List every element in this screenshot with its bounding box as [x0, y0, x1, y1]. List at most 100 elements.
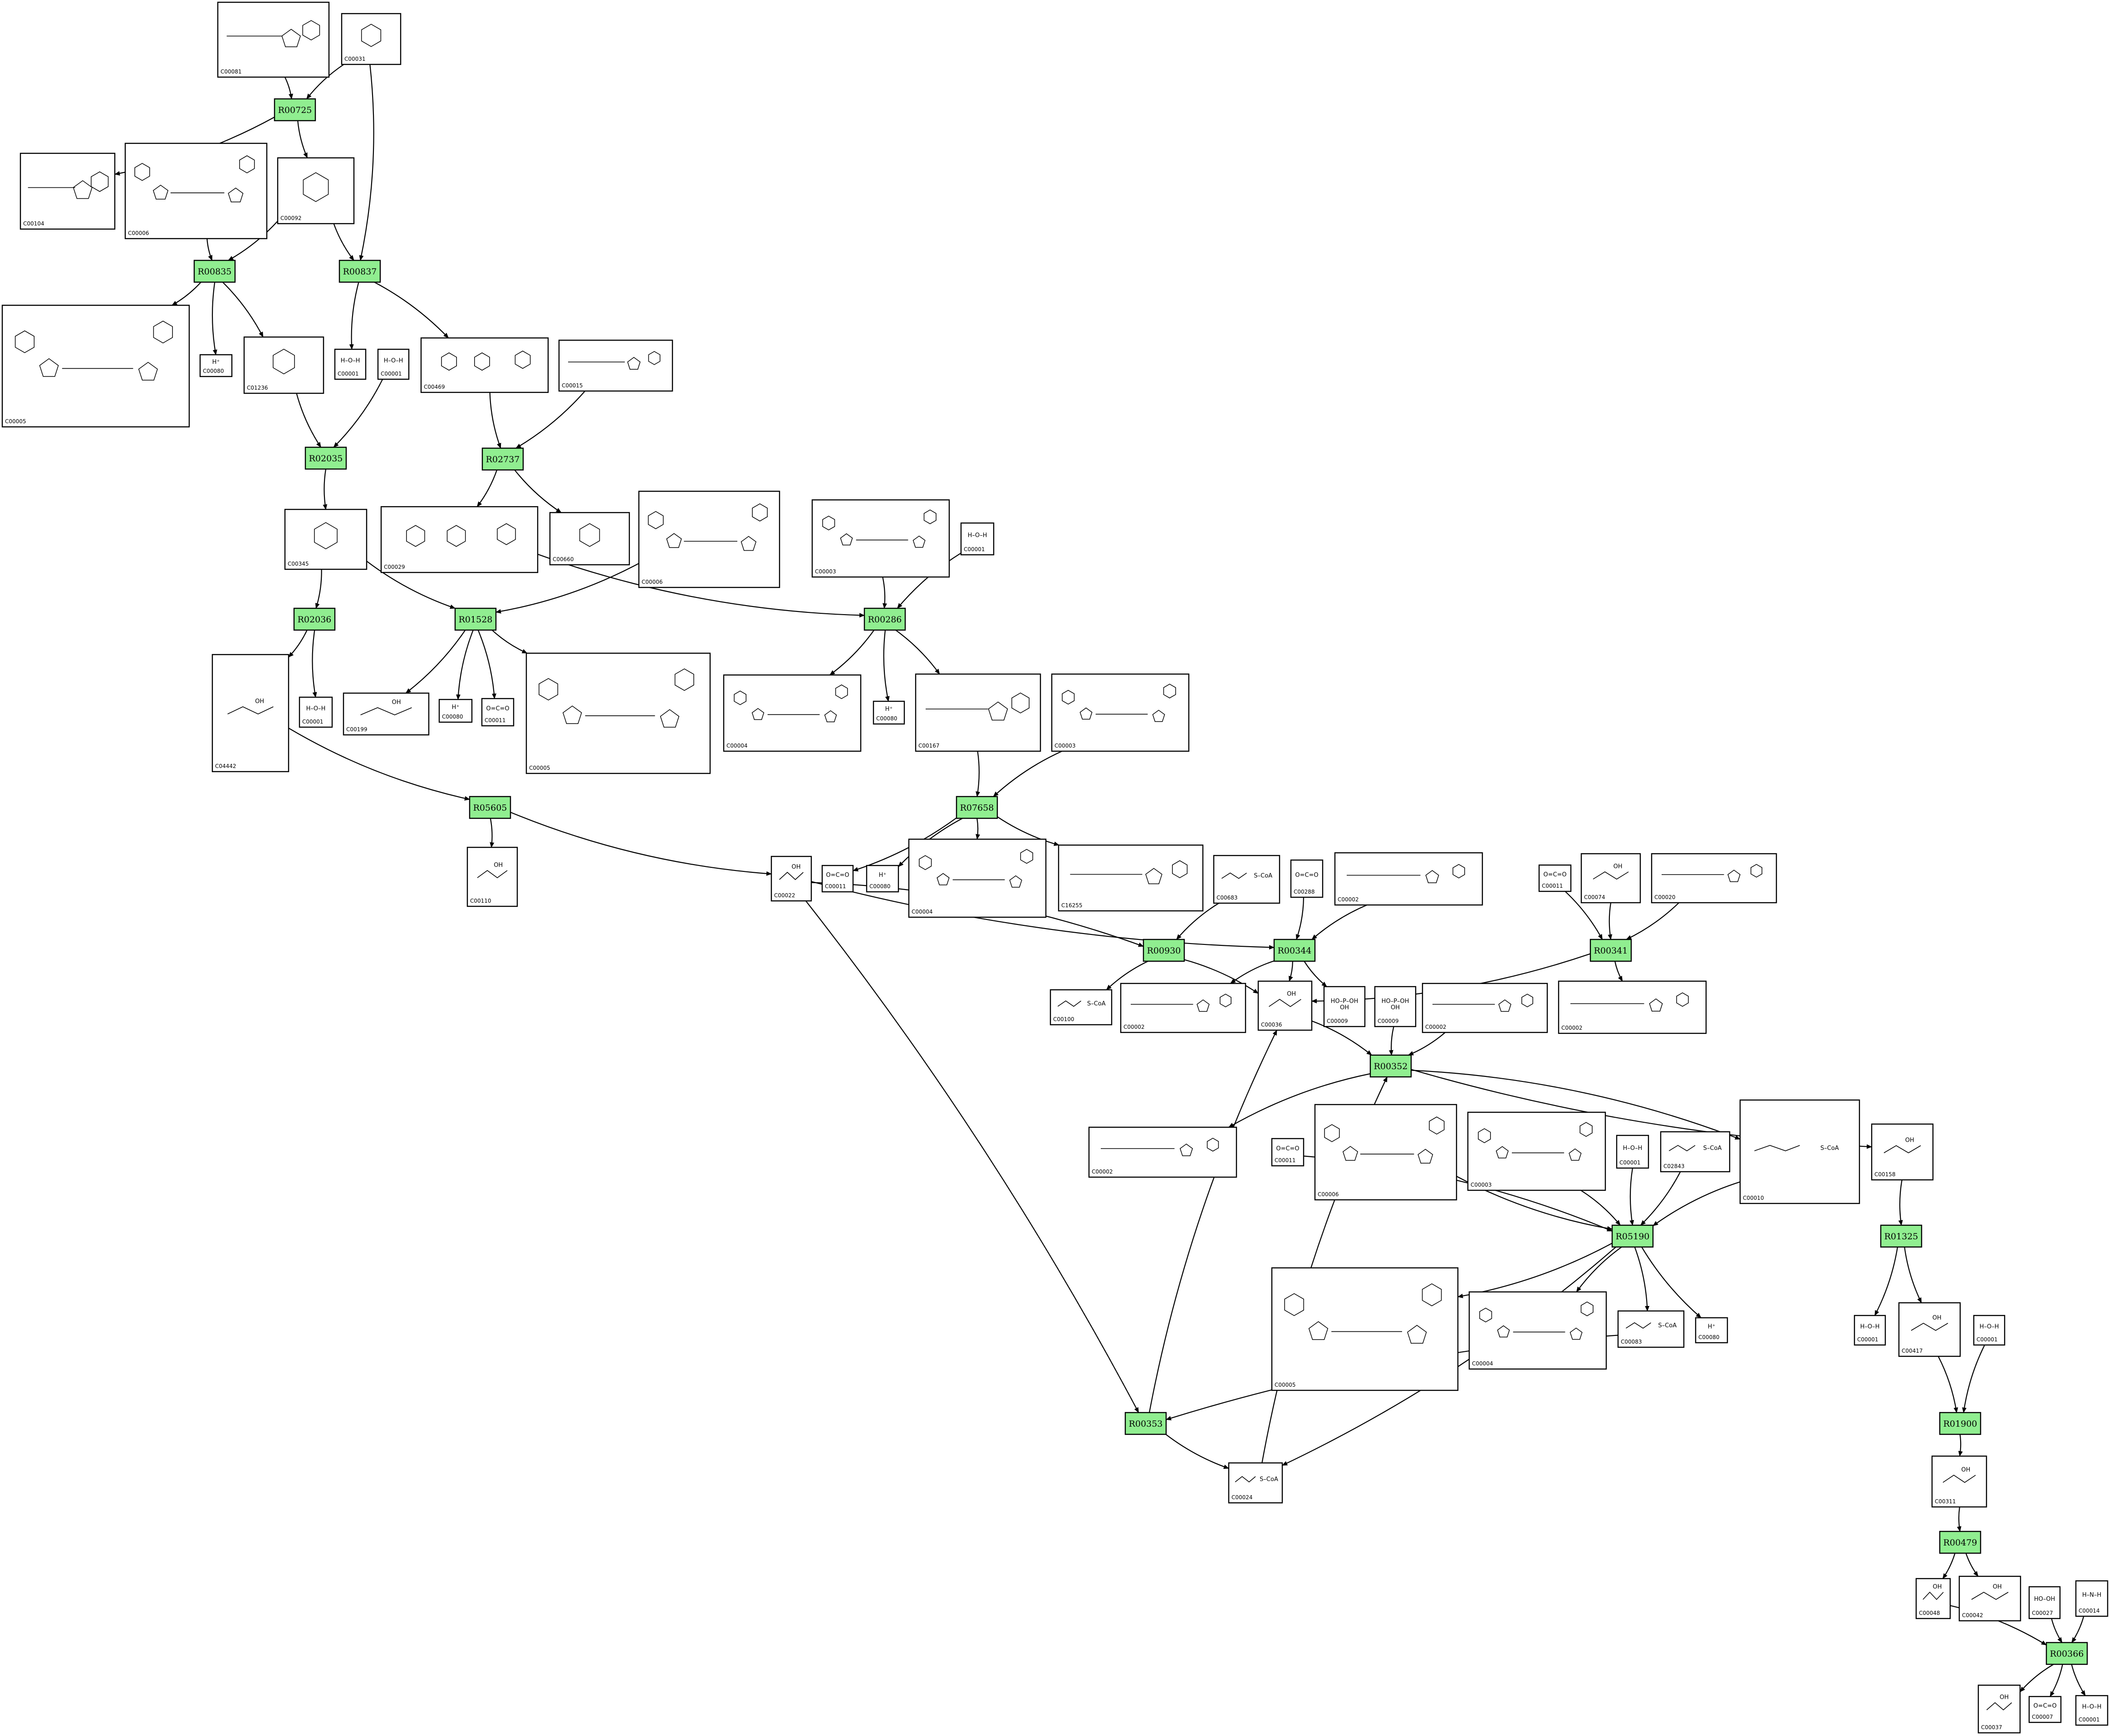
svg-text:S–CoA: S–CoA [1087, 1001, 1106, 1007]
reaction-R00837[interactable]: R00837 [338, 259, 381, 283]
compound-C00003[interactable]: C00003 [811, 499, 950, 578]
compound-C00081[interactable]: C00081 [217, 1, 330, 78]
reaction-R00930[interactable]: R00930 [1143, 939, 1185, 962]
compound-C00080[interactable]: H⁺C00080 [199, 354, 233, 377]
compound-C00005[interactable]: C00005 [1, 304, 190, 428]
reaction-R02035[interactable]: R02035 [304, 446, 347, 470]
reaction-R00366[interactable]: R00366 [2045, 1642, 2088, 1665]
compound-C00029[interactable]: C00029 [380, 506, 539, 573]
compound-C00020[interactable]: C00020 [1651, 853, 1777, 904]
reaction-R01528[interactable]: R01528 [454, 607, 497, 631]
reaction-R02036[interactable]: R02036 [293, 607, 336, 631]
svg-text:H–O–H: H–O–H [1980, 1324, 1999, 1330]
compound-C00002[interactable]: C00002 [1088, 1126, 1237, 1178]
compound-label: C01236 [247, 385, 268, 391]
compound-C00003[interactable]: C00003 [1051, 673, 1190, 752]
reaction-label: R01900 [1943, 1419, 1977, 1429]
reaction-R00341[interactable]: R00341 [1589, 939, 1632, 962]
reaction-R02737[interactable]: R02737 [481, 447, 524, 471]
compound-C00015[interactable]: C00015 [558, 339, 673, 392]
reaction-R00479[interactable]: R00479 [1939, 1531, 1981, 1554]
compound-C00080[interactable]: H⁺C00080 [873, 700, 905, 725]
compound-C00031[interactable]: C00031 [341, 13, 402, 65]
reaction-R01325[interactable]: R01325 [1880, 1224, 1923, 1248]
compound-C00002[interactable]: C00002 [1120, 983, 1246, 1033]
compound-C00002[interactable]: C00002 [1334, 852, 1483, 906]
reaction-R00353[interactable]: R00353 [1124, 1412, 1167, 1435]
compound-C00092[interactable]: C00092 [277, 157, 355, 225]
reaction-R00725[interactable]: R00725 [274, 98, 316, 122]
compound-C00660[interactable]: C00660 [549, 512, 630, 566]
compound-C16255[interactable]: C16255 [1058, 844, 1204, 912]
compound-C00006[interactable]: C00006 [1314, 1104, 1457, 1201]
compound-C00345[interactable]: C00345 [284, 509, 368, 570]
compound-C00167[interactable]: C00167 [915, 673, 1041, 752]
compound-C00004[interactable]: C00004 [908, 838, 1047, 918]
compound-C00006[interactable]: C00006 [124, 142, 268, 240]
reaction-label: R00835 [198, 267, 232, 277]
reaction-R05190[interactable]: R05190 [1611, 1224, 1654, 1248]
compound-C00005[interactable]: C00005 [525, 652, 711, 774]
compound-C00004[interactable]: C00004 [1468, 1291, 1607, 1370]
compound-C00104[interactable]: C00104 [20, 152, 116, 230]
reaction-R00286[interactable]: R00286 [863, 607, 906, 631]
compound-C00006[interactable]: C00006 [638, 490, 780, 588]
reaction-R00352[interactable]: R00352 [1369, 1054, 1412, 1078]
compound-C00080[interactable]: H⁺C00080 [438, 699, 473, 723]
compound-C00005[interactable]: C00005 [1271, 1267, 1459, 1391]
edge-C00002c-R00352 [1408, 1032, 1446, 1056]
compound-label: C00042 [1962, 1612, 1983, 1619]
reaction-R07658[interactable]: R07658 [956, 796, 998, 819]
compound-C00004[interactable]: C00004 [723, 674, 862, 752]
compound-C00002[interactable]: C00002 [1558, 980, 1707, 1034]
compound-C00002[interactable]: C00002 [1422, 983, 1548, 1033]
compound-C01236[interactable]: C01236 [243, 336, 324, 394]
reaction-R01900[interactable]: R01900 [1939, 1412, 1981, 1435]
compound-box [558, 339, 673, 392]
reaction-R00344[interactable]: R00344 [1273, 939, 1316, 962]
edge-C00003c-R05190 [1580, 1190, 1621, 1226]
compound-C00469[interactable]: C00469 [420, 337, 549, 393]
reaction-R05605[interactable]: R05605 [469, 796, 511, 819]
reaction-R00835[interactable]: R00835 [193, 259, 236, 283]
compound-C00080[interactable]: H⁺C00080 [866, 865, 899, 893]
compound-C00003[interactable]: C00003 [1467, 1111, 1606, 1191]
compound-C00080[interactable]: H⁺C00080 [1695, 1317, 1728, 1344]
